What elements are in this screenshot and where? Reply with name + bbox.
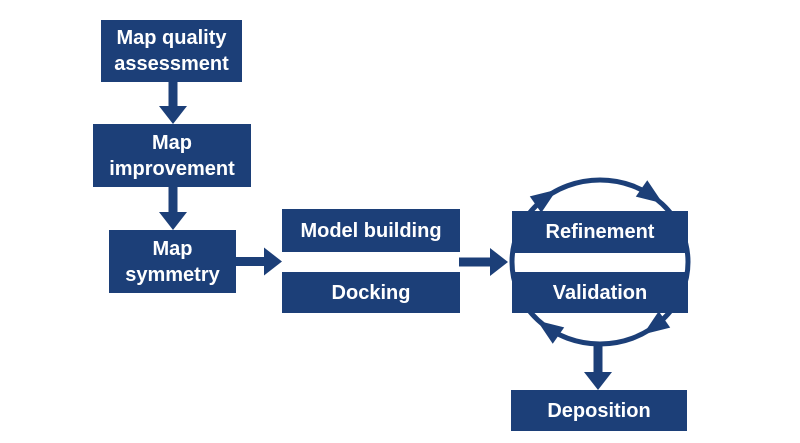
cycle-ellipse-arrow	[509, 177, 691, 347]
node-label: Refinement	[545, 221, 655, 243]
node-map-improvement: Map improvement	[93, 124, 251, 187]
cycle-arrowhead-top-right	[635, 180, 663, 204]
node-deposition: Deposition	[511, 390, 687, 431]
node-map-quality-assessment: Map quality assessment	[101, 20, 242, 82]
cycle-arrowhead-top-left	[529, 189, 557, 213]
node-label: Deposition	[547, 399, 651, 422]
cycle-arrowhead-bottom-left	[537, 320, 565, 344]
node-docking: Docking	[282, 272, 460, 313]
node-label: Docking	[331, 281, 411, 304]
arrow-right-symmetry-to-modelbuilding	[236, 247, 282, 276]
cycle-arrowhead-bottom-right	[643, 311, 671, 335]
node-refinement: Refinement	[512, 211, 688, 253]
node-map-symmetry: Map symmetry	[109, 230, 236, 293]
node-label: Map quality assessment	[114, 27, 229, 75]
arrow-down-cycle-to-deposition	[584, 344, 612, 390]
arrow-down-improvement-to-symmetry	[159, 187, 187, 230]
node-label: Model building	[300, 219, 442, 242]
node-label: Map symmetry	[125, 237, 220, 286]
arrow-right-modelbuilding-to-refinement	[459, 248, 508, 276]
node-label: Map improvement	[109, 131, 235, 180]
node-validation: Validation	[512, 272, 688, 313]
node-model-building: Model building	[282, 209, 460, 252]
node-label: Validation	[552, 281, 648, 304]
arrow-down-quality-to-improvement	[159, 82, 187, 124]
